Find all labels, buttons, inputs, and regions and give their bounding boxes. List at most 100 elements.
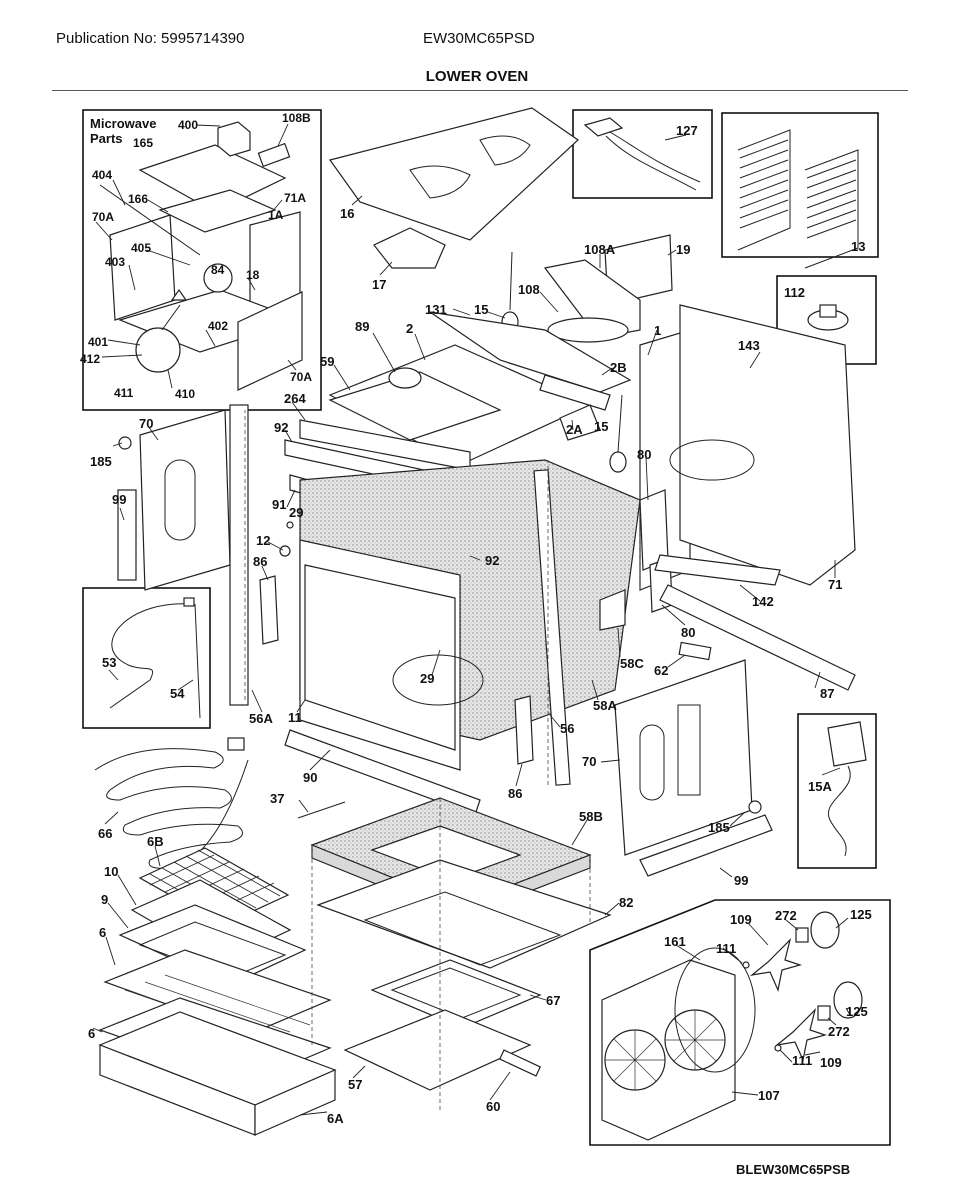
part-109-blade-lower xyxy=(774,1008,828,1062)
part-165-panel xyxy=(138,144,287,213)
label-402: 402 xyxy=(208,319,228,333)
label-131: 131 xyxy=(425,302,447,317)
label-9: 9 xyxy=(101,892,108,907)
label-108B: 108B xyxy=(282,111,311,125)
part-2A-bracket xyxy=(559,404,601,441)
microwave-inset-title: Microwave xyxy=(90,116,156,131)
label-70-right: 70 xyxy=(582,754,596,769)
label-2A: 2A xyxy=(566,422,583,437)
part-410-detail xyxy=(135,327,181,373)
label-91: 91 xyxy=(272,497,286,512)
part-15A-module xyxy=(827,721,867,767)
label-272: 272 xyxy=(775,908,797,923)
part-86-hinge-left xyxy=(259,575,279,645)
label-56: 56 xyxy=(560,721,574,736)
label-143: 143 xyxy=(738,338,760,353)
label-62: 62 xyxy=(654,663,668,678)
part-111-nut-upper xyxy=(742,961,750,969)
part-70-left-side xyxy=(139,409,231,591)
convection-fan-inset xyxy=(589,899,891,1146)
part-15-probe-lower xyxy=(617,394,623,453)
microwave-inset-subtitle: Parts xyxy=(90,131,123,146)
part-15A-cable xyxy=(827,765,851,857)
part-53-probe-cable xyxy=(111,603,193,681)
label-67: 67 xyxy=(546,993,560,1008)
label-107: 107 xyxy=(758,1088,780,1103)
label-1: 1 xyxy=(654,323,661,338)
label-53: 53 xyxy=(102,655,116,670)
label-86: 86 xyxy=(253,554,267,569)
part-185-bumper-left xyxy=(118,436,132,450)
callout-labels: 400 108B 165 404 166 71A 1A 70A 405 84 1… xyxy=(80,111,872,1126)
label-142: 142 xyxy=(752,594,774,609)
label-57: 57 xyxy=(348,1077,362,1092)
label-404: 404 xyxy=(92,168,112,182)
label-80-lower: 80 xyxy=(681,625,695,640)
label-58A: 58A xyxy=(593,698,617,713)
label-18: 18 xyxy=(246,268,260,282)
part-70-right-side xyxy=(614,659,753,856)
label-12: 12 xyxy=(256,533,270,548)
part-60-bracket xyxy=(498,1049,542,1077)
label-11: 11 xyxy=(288,710,302,725)
label-70A-right: 70A xyxy=(290,370,312,384)
part-111-nut-lower xyxy=(774,1044,782,1052)
label-66: 66 xyxy=(98,826,112,841)
label-37: 37 xyxy=(270,791,284,806)
label-127: 127 xyxy=(676,123,698,138)
part-99-strip-left xyxy=(117,489,137,581)
part-84-detail xyxy=(203,263,233,293)
label-1A: 1A xyxy=(268,208,284,222)
label-2B: 2B xyxy=(610,360,627,375)
part-125-motor-lower xyxy=(833,981,863,1019)
label-111-lower: 111 xyxy=(792,1053,812,1068)
part-57-cover xyxy=(343,1009,532,1091)
label-80: 80 xyxy=(637,447,651,462)
label-82: 82 xyxy=(619,895,633,910)
part-62-terminal xyxy=(678,641,712,661)
publication-number: Publication No: 5995714390 xyxy=(56,30,245,47)
label-59: 59 xyxy=(320,354,334,369)
label-400: 400 xyxy=(178,118,198,132)
header-rule xyxy=(52,90,908,91)
label-2: 2 xyxy=(406,321,413,336)
label-13: 13 xyxy=(851,239,865,254)
part-127-board xyxy=(583,117,624,137)
label-6A: 6A xyxy=(327,1111,344,1126)
label-10: 10 xyxy=(104,864,118,879)
label-6-lower: 6 xyxy=(88,1026,95,1041)
label-109: 109 xyxy=(730,912,752,927)
label-29-cavity: 29 xyxy=(420,671,434,686)
part-108-blower xyxy=(547,317,629,343)
label-19: 19 xyxy=(676,242,690,257)
oven-racks-inset xyxy=(721,112,879,269)
part-185-bumper-right xyxy=(748,800,762,814)
label-108: 108 xyxy=(518,282,540,297)
label-71: 71 xyxy=(828,577,842,592)
label-112: 112 xyxy=(784,285,805,300)
part-70A-right xyxy=(237,291,303,391)
label-54: 54 xyxy=(170,686,185,701)
label-58C: 58C xyxy=(620,656,644,671)
label-410: 410 xyxy=(175,387,195,401)
label-125-lower: 125 xyxy=(846,1004,868,1019)
label-6: 6 xyxy=(99,925,106,940)
part-99-strip-right xyxy=(639,814,773,877)
label-16: 16 xyxy=(340,206,354,221)
label-70: 70 xyxy=(139,416,153,431)
label-165: 165 xyxy=(133,136,153,150)
label-70A: 70A xyxy=(92,210,114,224)
label-99: 99 xyxy=(112,492,126,507)
part-11-door-gasket xyxy=(304,564,456,751)
part-89-thermostat xyxy=(388,367,422,389)
label-403: 403 xyxy=(105,255,125,269)
label-264: 264 xyxy=(284,391,306,406)
part-53-probe xyxy=(109,679,151,709)
part-2B-bracket xyxy=(539,374,611,411)
label-84: 84 xyxy=(211,263,225,277)
label-89: 89 xyxy=(355,319,369,334)
part-37-pin xyxy=(297,801,346,819)
part-161-ring xyxy=(674,947,756,1073)
model-number: EW30MC65PSD xyxy=(423,30,535,47)
label-125: 125 xyxy=(850,907,872,922)
